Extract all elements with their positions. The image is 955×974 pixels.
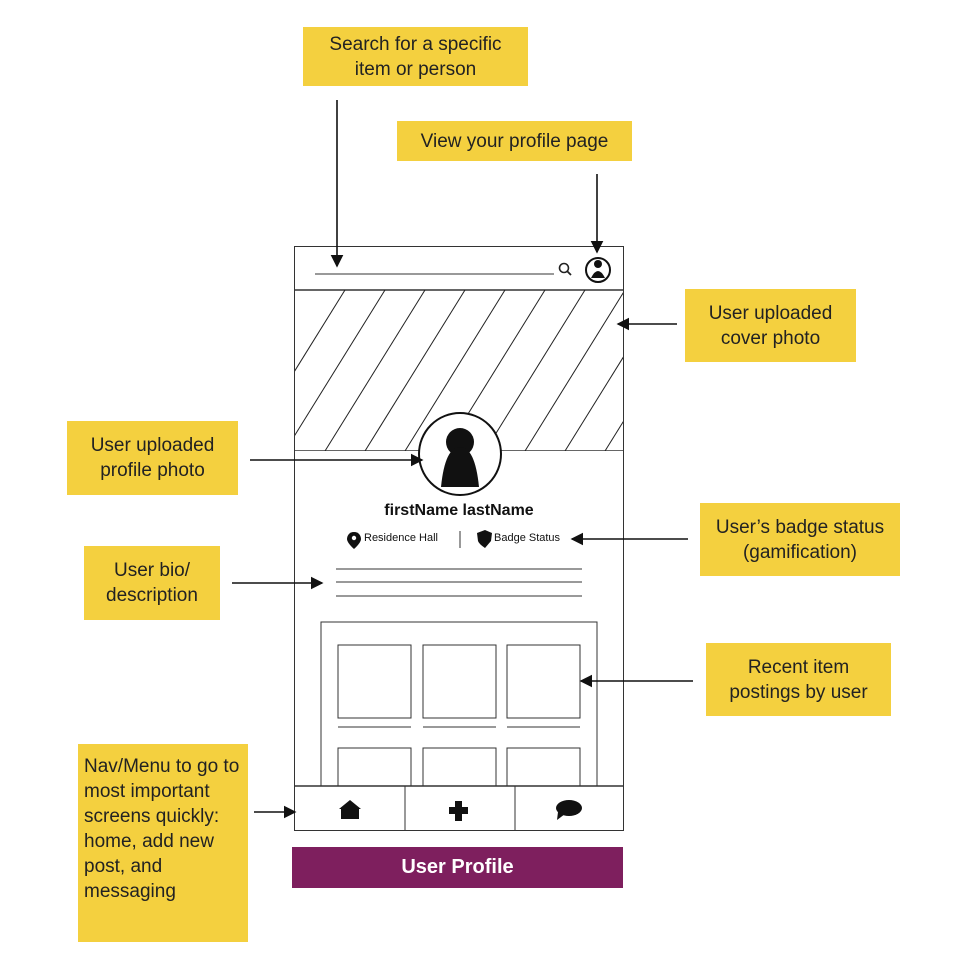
note-recent-items: Recent item postings by user	[706, 643, 891, 716]
phone-drawing	[295, 257, 623, 830]
profile-icon[interactable]	[585, 257, 611, 283]
badge-label: Badge Status	[494, 532, 561, 544]
note-cover-photo: User uploaded cover photo	[685, 289, 856, 362]
note-view-profile-text: View your profile page	[420, 130, 609, 152]
profile-photo	[418, 412, 502, 496]
caption-text: User Profile	[401, 856, 514, 878]
cover-photo	[295, 290, 623, 451]
recent-items-grid	[320, 621, 598, 830]
chat-icon[interactable]	[556, 800, 582, 820]
note-cover-photo-text: User uploaded cover photo	[708, 302, 833, 349]
bio-lines	[336, 568, 582, 597]
note-nav-menu-text: Nav/Menu to go to most important screens…	[84, 756, 240, 902]
note-search-text: Search for a specific item or person	[329, 33, 502, 80]
note-bio: User bio/ description	[84, 546, 220, 620]
note-profile-photo-text: User uploaded profile photo	[90, 435, 215, 481]
search-icon[interactable]	[558, 262, 572, 276]
note-view-profile: View your profile page	[397, 121, 632, 161]
note-recent-items-text: Recent item postings by user	[729, 656, 868, 703]
caption-bar: User Profile	[292, 847, 623, 888]
home-icon[interactable]	[339, 800, 361, 819]
plus-icon[interactable]	[449, 801, 468, 821]
note-nav-menu: Nav/Menu to go to most important screens…	[78, 744, 248, 942]
note-badge-status: User’s badge status (gamification)	[700, 503, 900, 576]
note-profile-photo: User uploaded profile photo	[67, 421, 238, 495]
note-search: Search for a specific item or person	[303, 27, 528, 86]
note-bio-text: User bio/ description	[106, 560, 198, 606]
phone-wireframe	[294, 246, 624, 831]
note-badge-status-text: User’s badge status (gamification)	[715, 516, 885, 563]
profile-name: firstName lastName	[384, 502, 534, 519]
location-label: Residence Hall	[364, 532, 438, 544]
